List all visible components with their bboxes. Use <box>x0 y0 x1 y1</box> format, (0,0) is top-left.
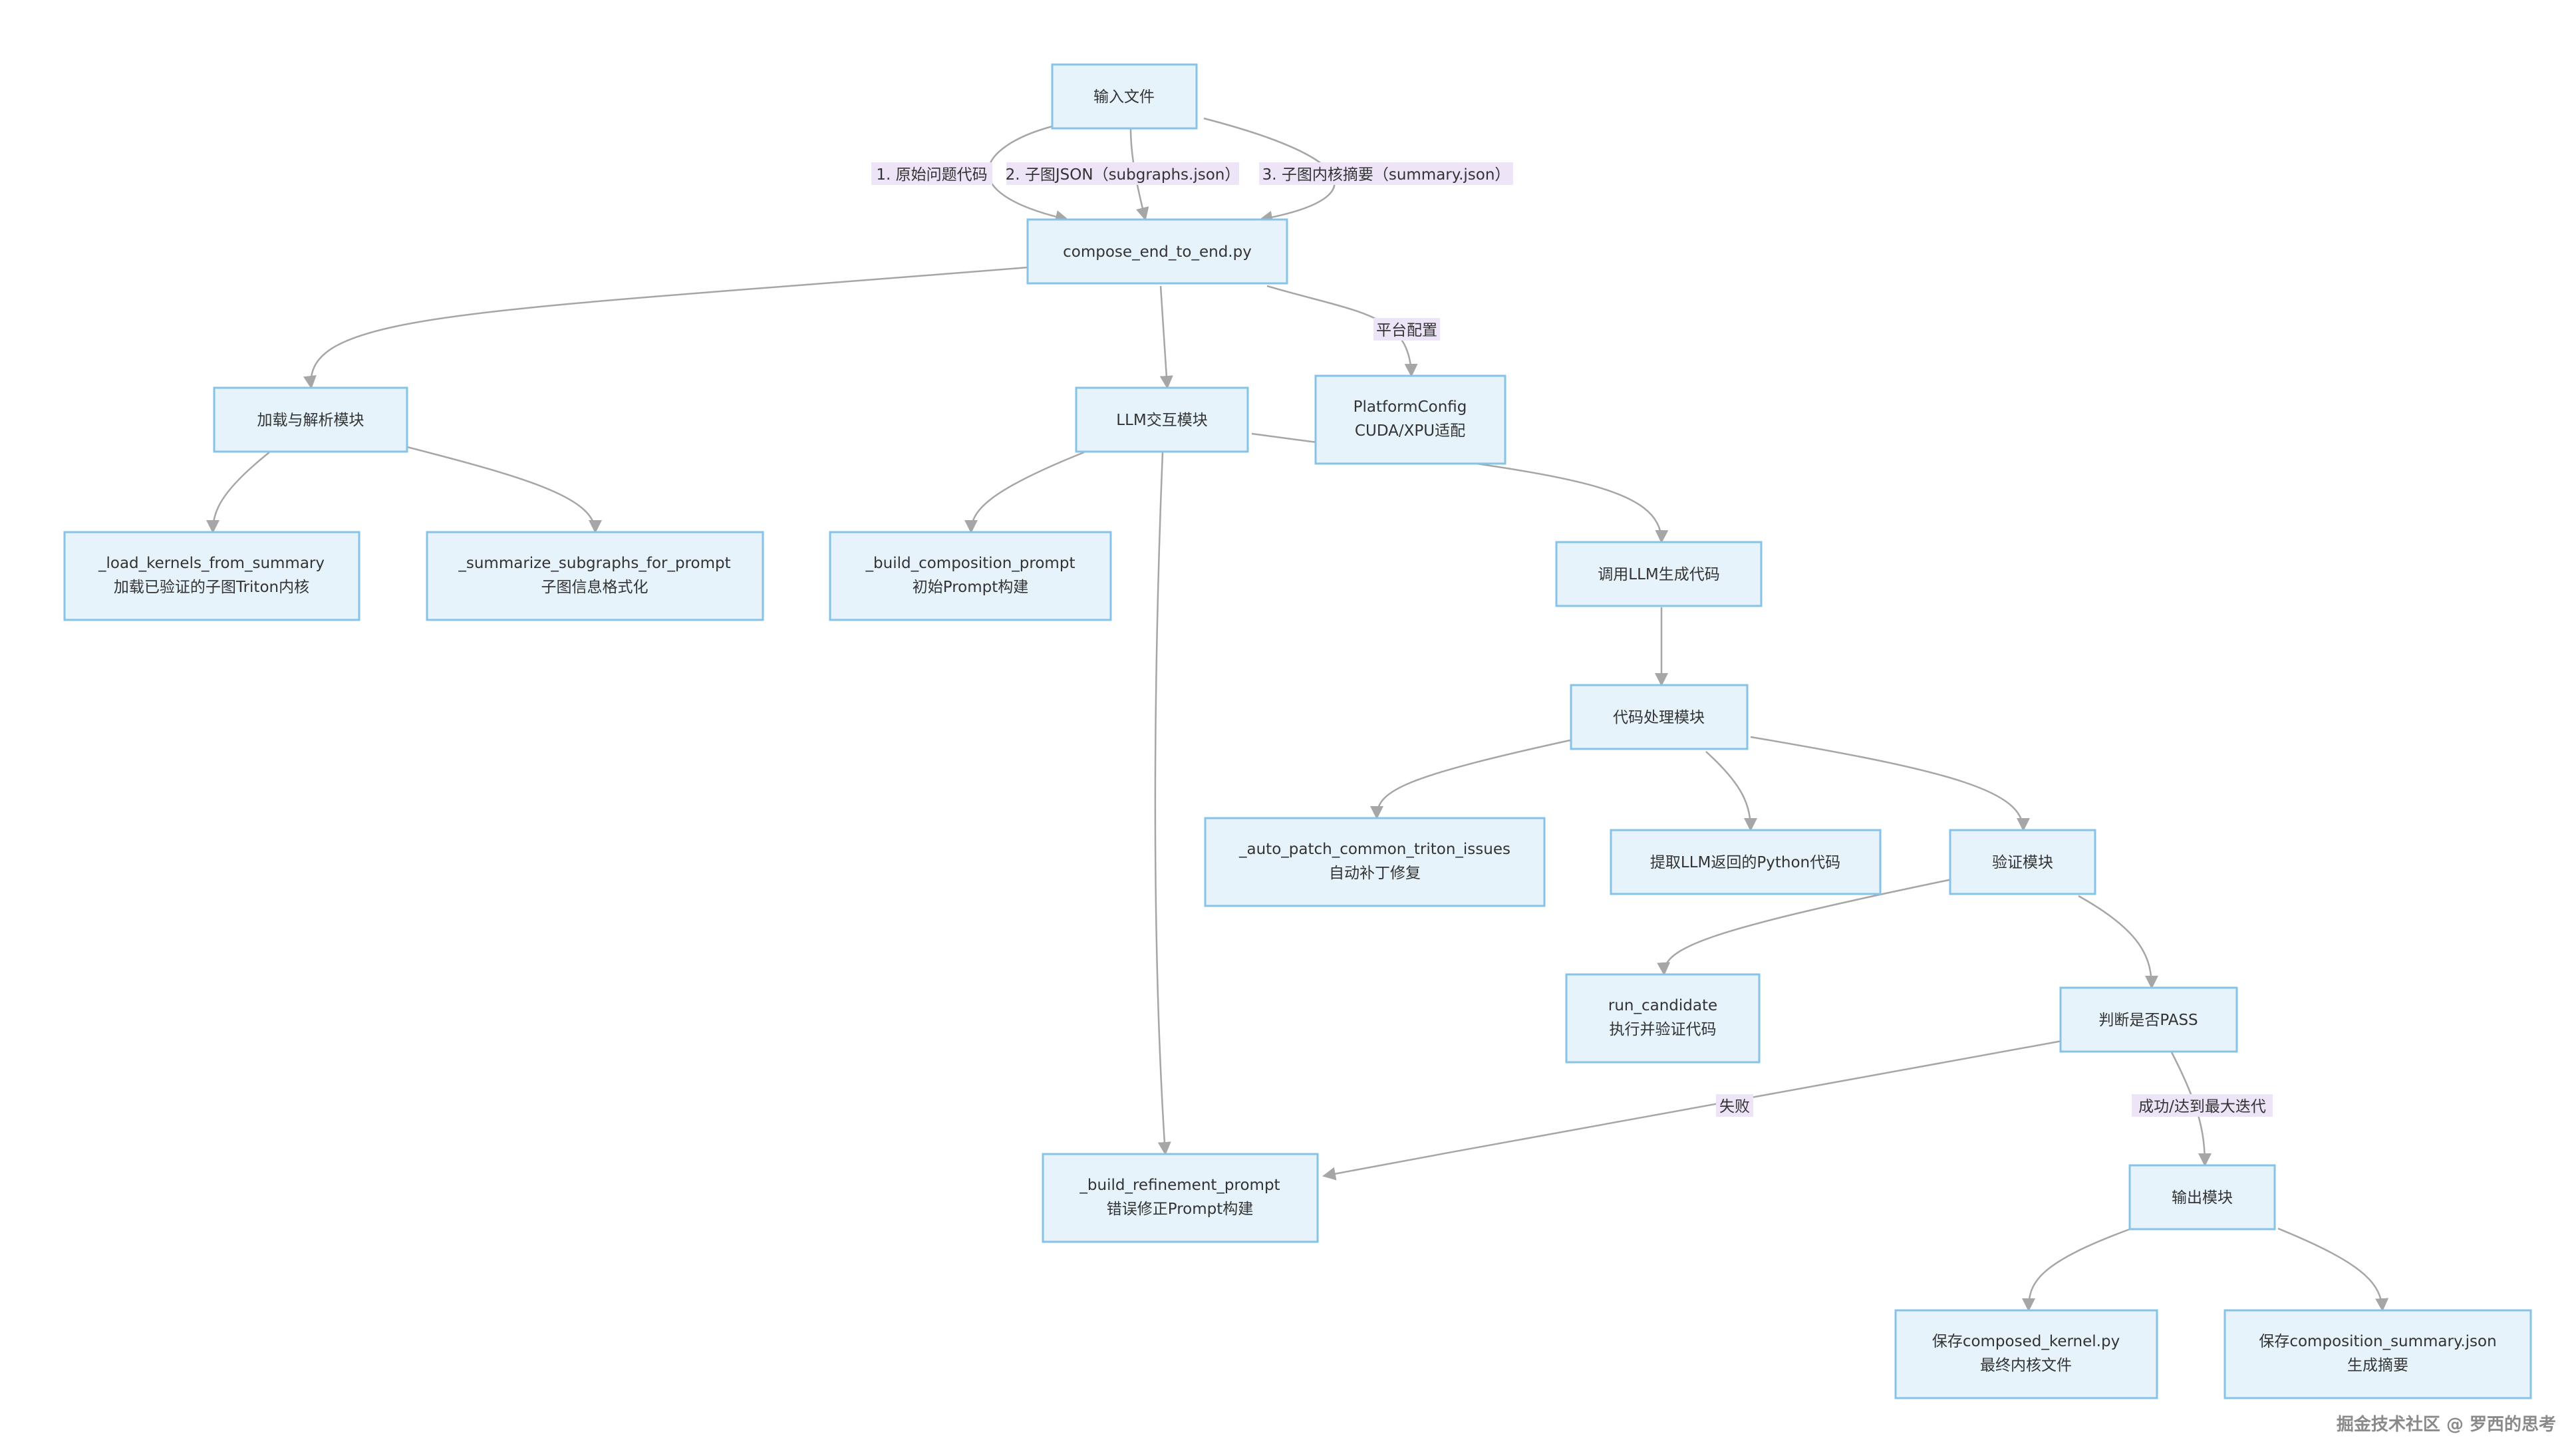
node-input-files: 输入文件 <box>1051 63 1198 130</box>
edge-codeproc-extract <box>1705 751 1757 831</box>
edge-output-save2 <box>2277 1227 2389 1312</box>
edge-llm-buildc <box>964 451 1085 533</box>
svg-text:平台配置: 平台配置 <box>1376 322 1437 339</box>
svg-text:失败: 失败 <box>1719 1098 1750 1115</box>
node-load-kernels-from-summary: _load_kernels_from_summary 加载已验证的子图Trito… <box>63 531 360 621</box>
svg-text:保存composition_summary.json: 保存composition_summary.json <box>2259 1333 2496 1350</box>
svg-text:输出模块: 输出模块 <box>2172 1189 2233 1207</box>
svg-text:1. 原始问题代码: 1. 原始问题代码 <box>876 166 987 184</box>
edge-codeproc-verify <box>1750 736 2030 831</box>
svg-text:成功/达到最大迭代: 成功/达到最大迭代 <box>2138 1098 2266 1115</box>
node-build-refinement-prompt: _build_refinement_prompt 错误修正Prompt构建 <box>1042 1153 1319 1243</box>
edge-label-platform: 平台配置 <box>1373 318 1440 341</box>
edge-compose-llm <box>1159 285 1173 389</box>
svg-text:加载与解析模块: 加载与解析模块 <box>257 412 364 429</box>
svg-text:加载已验证的子图Triton内核: 加载已验证的子图Triton内核 <box>114 579 309 596</box>
node-run-candidate: run_candidate 执行并验证代码 <box>1565 973 1761 1064</box>
svg-text:_build_composition_prompt: _build_composition_prompt <box>865 555 1075 572</box>
svg-text:验证模块: 验证模块 <box>1992 854 2053 871</box>
svg-text:代码处理模块: 代码处理模块 <box>1613 709 1705 726</box>
watermark: 掘金技术社区 @ 罗西的思考 <box>2336 1415 2556 1435</box>
node-output-module: 输出模块 <box>2128 1164 2276 1231</box>
svg-text:_auto_patch_common_triton_issu: _auto_patch_common_triton_issues <box>1238 841 1510 858</box>
svg-text:提取LLM返回的Python代码: 提取LLM返回的Python代码 <box>1650 854 1840 871</box>
edge-compose-load <box>303 266 1028 389</box>
svg-text:执行并验证代码: 执行并验证代码 <box>1610 1021 1717 1038</box>
node-summarize-subgraphs: _summarize_subgraphs_for_prompt 子图信息格式化 <box>426 531 764 621</box>
svg-text:CUDA/XPU适配: CUDA/XPU适配 <box>1355 422 1465 440</box>
svg-text:_summarize_subgraphs_for_promp: _summarize_subgraphs_for_prompt <box>458 555 730 572</box>
svg-text:最终内核文件: 最终内核文件 <box>1980 1357 2072 1374</box>
node-llm-interaction-module: LLM交互模块 <box>1075 386 1249 453</box>
edge-llm-refine <box>1154 452 1171 1155</box>
edge-label-e3: 3. 子图内核摘要（summary.json） <box>1259 162 1513 185</box>
svg-text:run_candidate: run_candidate <box>1608 997 1717 1014</box>
node-auto-patch-triton-issues: _auto_patch_common_triton_issues 自动补丁修复 <box>1204 817 1546 907</box>
edge-load-loadk <box>206 452 270 533</box>
edge-verify-judge <box>2078 895 2158 989</box>
svg-text:_build_refinement_prompt: _build_refinement_prompt <box>1079 1177 1280 1194</box>
edge-judge-refine <box>1322 1040 2063 1181</box>
edge-codeproc-autopatch <box>1370 738 1574 819</box>
edge-load-summ <box>406 446 602 533</box>
node-save-composition-summary: 保存composition_summary.json 生成摘要 <box>2223 1309 2532 1399</box>
svg-text:PlatformConfig: PlatformConfig <box>1354 398 1467 416</box>
svg-text:2. 子图JSON（subgraphs.json）: 2. 子图JSON（subgraphs.json） <box>1006 166 1240 184</box>
node-platform-config: PlatformConfig CUDA/XPU适配 <box>1314 374 1506 465</box>
svg-text:自动补丁修复: 自动补丁修复 <box>1329 865 1421 882</box>
svg-text:输入文件: 输入文件 <box>1093 88 1155 106</box>
node-judge-pass: 判断是否PASS <box>2059 986 2238 1053</box>
svg-text:生成摘要: 生成摘要 <box>2347 1357 2408 1374</box>
svg-text:初始Prompt构建: 初始Prompt构建 <box>913 579 1029 596</box>
node-load-parse-module: 加载与解析模块 <box>213 386 408 453</box>
svg-text:LLM交互模块: LLM交互模块 <box>1116 412 1207 429</box>
edge-verify-run <box>1657 878 1953 976</box>
node-save-composed-kernel: 保存composed_kernel.py 最终内核文件 <box>1894 1309 2158 1399</box>
node-code-processing-module: 代码处理模块 <box>1570 684 1749 750</box>
node-extract-python-code: 提取LLM返回的Python代码 <box>1610 829 1882 895</box>
edge-label-e1: 1. 原始问题代码 <box>871 162 992 185</box>
svg-text:子图信息格式化: 子图信息格式化 <box>541 579 648 596</box>
node-call-llm-generate-code: 调用LLM生成代码 <box>1555 541 1763 607</box>
svg-text:_load_kernels_from_summary: _load_kernels_from_summary <box>98 555 325 572</box>
node-verify-module: 验证模块 <box>1949 829 2096 895</box>
edge-compose-platform <box>1266 285 1418 377</box>
node-build-composition-prompt: _build_composition_prompt 初始Prompt构建 <box>829 531 1112 621</box>
node-compose-end-to-end: compose_end_to_end.py <box>1026 218 1288 285</box>
svg-text:判断是否PASS: 判断是否PASS <box>2098 1012 2198 1029</box>
svg-text:保存composed_kernel.py: 保存composed_kernel.py <box>1932 1333 2120 1350</box>
edge-output-save1 <box>2022 1227 2132 1312</box>
svg-text:调用LLM生成代码: 调用LLM生成代码 <box>1598 566 1719 583</box>
svg-text:错误修正Prompt构建: 错误修正Prompt构建 <box>1107 1201 1254 1218</box>
svg-text:compose_end_to_end.py: compose_end_to_end.py <box>1063 243 1252 261</box>
edge-label-success: 成功/达到最大迭代 <box>2132 1094 2273 1117</box>
edge-label-fail: 失败 <box>1716 1094 1753 1117</box>
edge-label-e2: 2. 子图JSON（subgraphs.json） <box>1006 162 1240 185</box>
svg-text:3. 子图内核摘要（summary.json）: 3. 子图内核摘要（summary.json） <box>1262 166 1510 184</box>
